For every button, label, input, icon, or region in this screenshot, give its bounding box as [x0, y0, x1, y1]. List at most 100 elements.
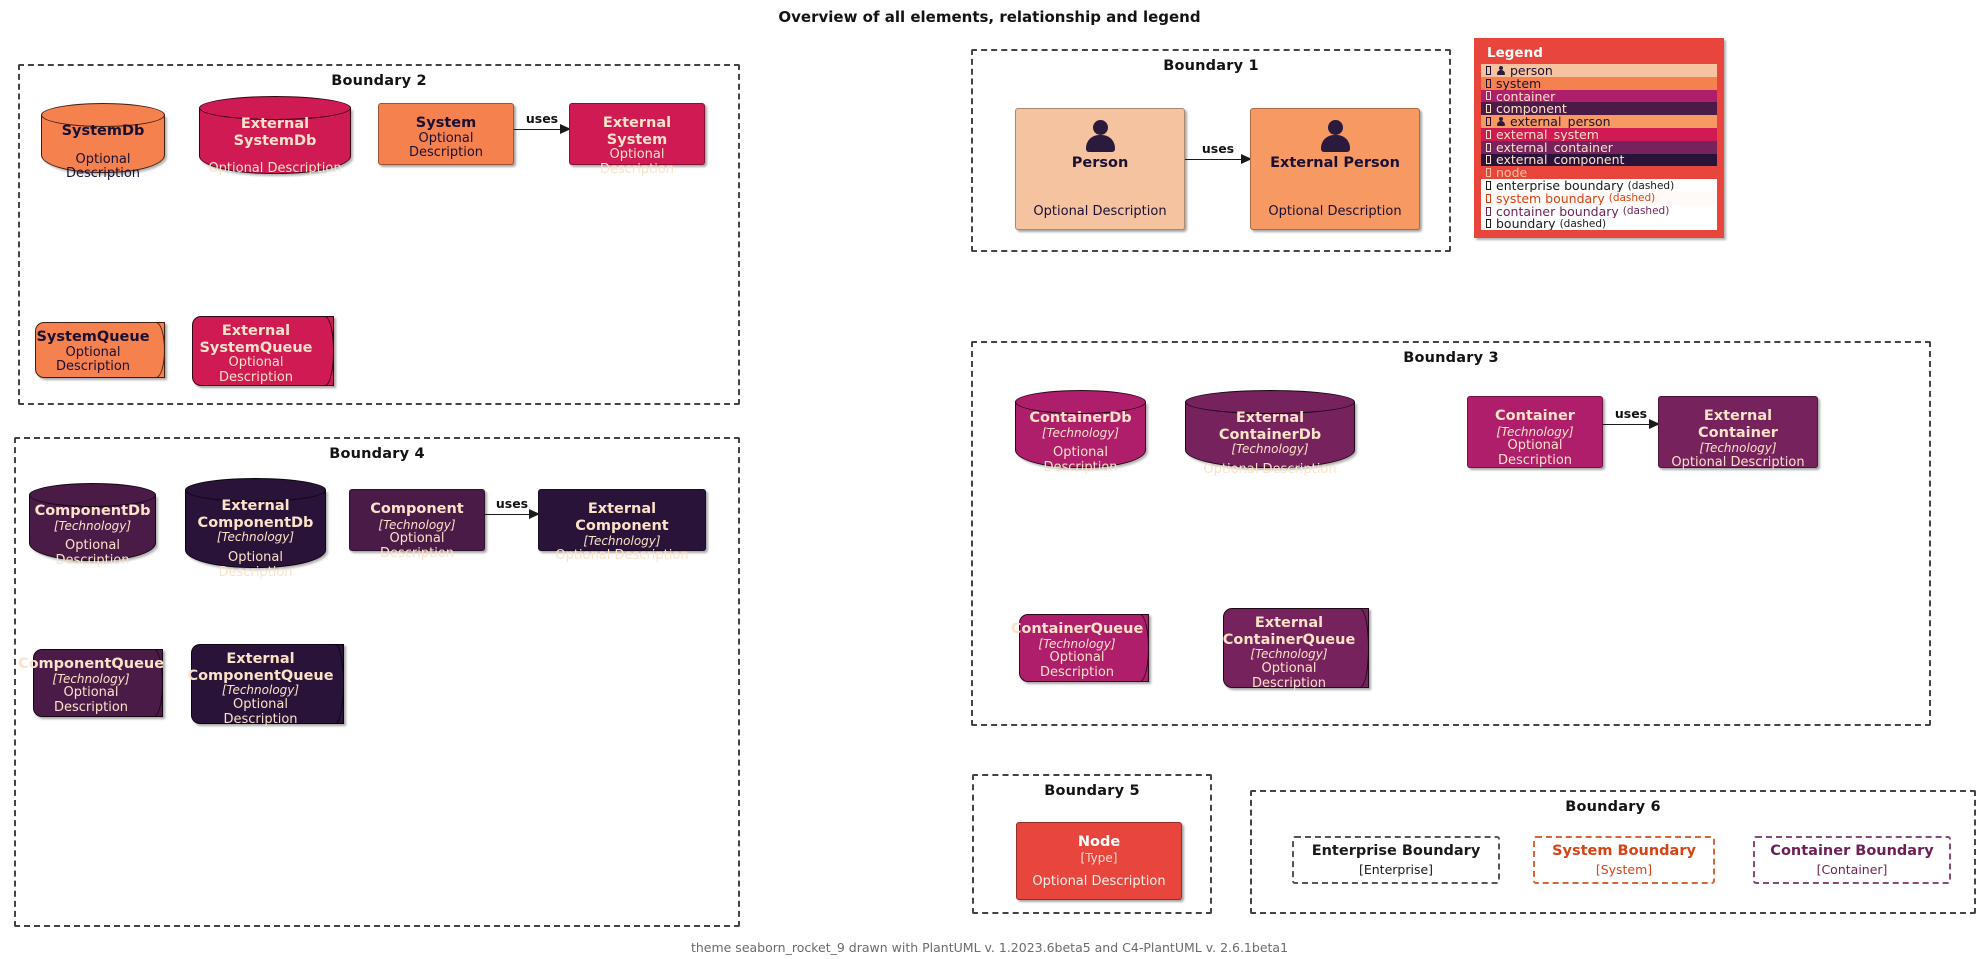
element-person[interactable]: Person Optional Description: [1015, 108, 1185, 230]
legend-row-label: container boundary: [1496, 204, 1619, 218]
db-text: ContainerDb [Technology] Optional Descri…: [1015, 410, 1146, 475]
person-icon: [1085, 120, 1115, 152]
element-tech: [Technology]: [1250, 647, 1328, 662]
legend-row-system-boundary[interactable]: system boundary(dashed): [1481, 191, 1717, 205]
diagram-footer: theme seaborn_rocket_9 drawn with PlantU…: [690, 940, 1289, 955]
relationship-system-uses: uses: [514, 111, 571, 140]
boundary-5-label: Boundary 5: [1044, 783, 1140, 799]
legend-row-external-component[interactable]: external_component: [1481, 153, 1717, 167]
missing-glyph-icon: [1486, 129, 1491, 139]
queue-cap: [145, 649, 163, 717]
element-name: ContainerDb: [1029, 410, 1132, 426]
element-desc: Optional Description: [208, 161, 342, 177]
element-name: External Person: [1270, 155, 1400, 171]
legend-row-label: container: [1496, 89, 1556, 103]
element-name: External ContainerDb: [1218, 410, 1322, 443]
legend-row-container[interactable]: container: [1481, 89, 1717, 103]
element-tech: [Technology]: [1038, 636, 1116, 651]
legend-row-label: system boundary: [1496, 191, 1605, 205]
queue-text: ComponentQueue [Technology] Optional Des…: [18, 649, 164, 717]
element-component-queue[interactable]: ComponentQueue [Technology] Optional Des…: [18, 649, 164, 717]
element-name: Container: [1495, 408, 1575, 424]
legend-row-external-system[interactable]: external_system: [1481, 127, 1717, 141]
element-external-container[interactable]: External Container [Technology] Optional…: [1658, 396, 1818, 470]
queue-body: [35, 322, 165, 378]
queue-body: [192, 316, 334, 386]
element-external-container-db[interactable]: External ContainerDb [Technology] Option…: [1185, 390, 1355, 477]
element-desc: Optional Description: [1671, 454, 1805, 470]
sample-boundary-system[interactable]: System Boundary [System]: [1533, 836, 1715, 884]
db-top: [29, 483, 156, 507]
legend-row-label: node: [1496, 166, 1528, 180]
boundary-3: Boundary 3: [971, 341, 1931, 726]
legend-row-enterprise-boundary[interactable]: enterprise boundary(dashed): [1481, 179, 1717, 192]
element-tech: [Technology]: [1699, 441, 1777, 456]
element-component-db[interactable]: ComponentDb [Technology] Optional Descri…: [29, 483, 156, 568]
legend-row-boundary[interactable]: boundary(dashed): [1481, 217, 1717, 231]
element-external-person[interactable]: External Person Optional Description: [1250, 108, 1420, 230]
element-name: External ComponentDb: [197, 498, 314, 531]
element-name: SystemQueue: [36, 329, 150, 345]
element-component[interactable]: Component [Technology] Optional Descript…: [349, 489, 485, 561]
person-body: [1321, 135, 1350, 152]
boundary-6: Boundary 6: [1250, 790, 1976, 914]
element-external-component[interactable]: External Component [Technology] Optional…: [538, 489, 706, 563]
element-container-db[interactable]: ContainerDb [Technology] Optional Descri…: [1015, 390, 1146, 475]
queue-cap: [147, 322, 165, 378]
legend-row-external-person[interactable]: external_person: [1481, 115, 1717, 128]
rel-line: [1603, 424, 1659, 425]
legend-row-component[interactable]: component: [1481, 102, 1717, 116]
sample-boundary-type: [Container]: [1816, 862, 1888, 878]
element-desc: Optional Description: [55, 344, 131, 375]
sample-boundary-enterprise[interactable]: Enterprise Boundary [Enterprise]: [1292, 836, 1500, 884]
boundary-1-label: Boundary 1: [1163, 58, 1259, 74]
arrow-head-icon: [529, 509, 540, 519]
element-node[interactable]: Node [Type] Optional Description: [1016, 822, 1182, 900]
element-container[interactable]: Container [Technology] Optional Descript…: [1467, 396, 1603, 468]
legend-row-node[interactable]: node: [1481, 166, 1717, 180]
boundary-2-label: Boundary 2: [331, 73, 427, 89]
legend-row-system[interactable]: system: [1481, 76, 1717, 90]
element-external-system[interactable]: External System Optional Description: [569, 103, 705, 177]
legend-row-sublabel: (dashed): [1627, 179, 1675, 192]
db-body: [29, 495, 156, 561]
legend-row-container-boundary[interactable]: container boundary(dashed): [1481, 204, 1717, 218]
sample-boundary-container[interactable]: Container Boundary [Container]: [1753, 836, 1951, 884]
queue-cap: [1131, 614, 1149, 682]
missing-glyph-icon: [1486, 65, 1491, 75]
db-top: [41, 103, 165, 127]
queue-text: SystemQueue Optional Description: [35, 322, 151, 378]
element-external-container-queue[interactable]: External ContainerQueue [Technology] Opt…: [1223, 608, 1369, 691]
element-tech: [Technology]: [378, 517, 456, 532]
page-title: Overview of all elements, relationship a…: [778, 8, 1201, 26]
rel-line: [1185, 159, 1251, 160]
sample-boundary-type: [Enterprise]: [1358, 862, 1434, 878]
element-external-component-db[interactable]: External ComponentDb [Technology] Option…: [185, 478, 326, 580]
legend-row-person[interactable]: person: [1481, 64, 1717, 77]
legend-row-label: external_container: [1496, 140, 1613, 154]
queue-text: External ContainerQueue [Technology] Opt…: [1223, 608, 1356, 691]
element-external-component-queue[interactable]: External ComponentQueue [Technology] Opt…: [187, 644, 344, 727]
queue-cap: [1351, 608, 1369, 688]
element-external-system-queue[interactable]: External SystemQueue Optional Descriptio…: [192, 316, 334, 386]
element-external-system-db[interactable]: External SystemDb Optional Description: [199, 96, 351, 176]
element-system[interactable]: System Optional Description: [378, 103, 514, 165]
element-system-db[interactable]: SystemDb Optional Description: [41, 103, 165, 181]
element-desc: Optional Description: [1043, 445, 1118, 476]
legend-row-label: boundary: [1496, 217, 1556, 231]
element-desc: Optional Description: [1251, 660, 1327, 691]
element-system-queue[interactable]: SystemQueue Optional Description: [35, 322, 165, 378]
legend-row-label: external_system: [1496, 127, 1599, 141]
arrow-head-icon: [560, 124, 571, 134]
element-tech: [Technology]: [1231, 442, 1309, 457]
legend-title: Legend: [1487, 45, 1543, 61]
element-container-queue[interactable]: ContainerQueue [Technology] Optional Des…: [1011, 614, 1149, 682]
element-tech: [Technology]: [1041, 425, 1120, 440]
queue-body: [33, 649, 163, 717]
legend-row-external-container[interactable]: external_container: [1481, 140, 1717, 154]
db-text: ComponentDb [Technology] Optional Descri…: [29, 503, 156, 568]
boundary-1: Boundary 1: [971, 49, 1451, 252]
queue-text: ContainerQueue [Technology] Optional Des…: [1011, 614, 1144, 682]
element-desc: Optional Description: [1039, 650, 1115, 681]
